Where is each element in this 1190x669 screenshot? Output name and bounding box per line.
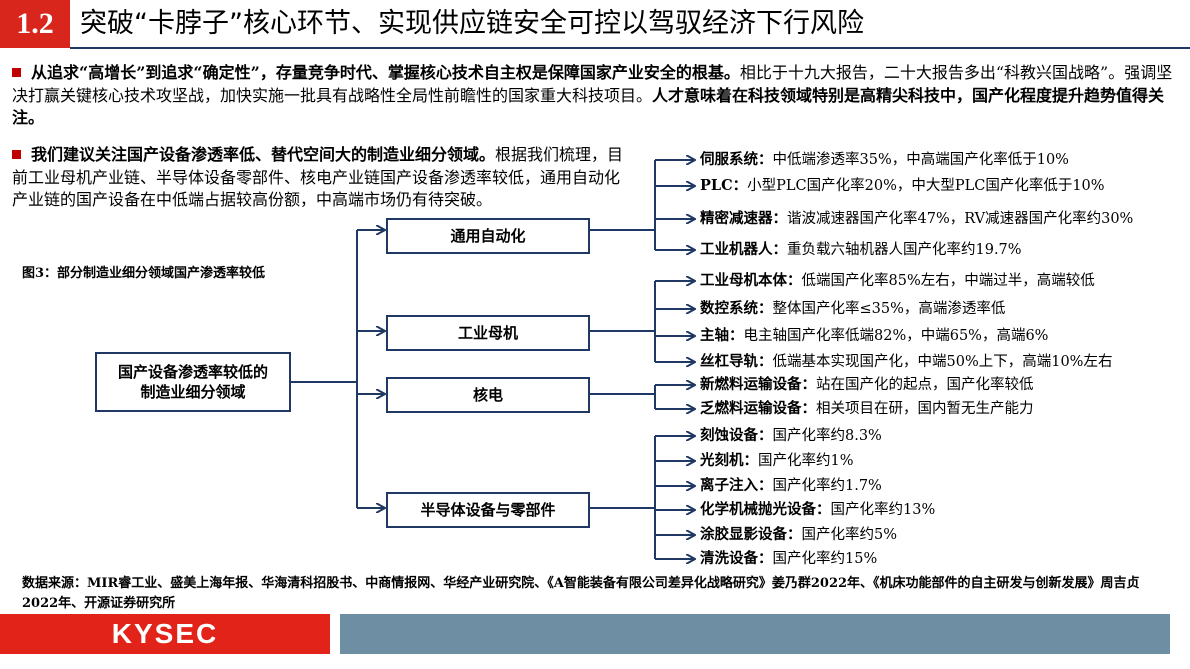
paragraph-1-lead: 从追求“高增长”到追求“确定性”，存量竞争时代、掌握核心技术自主权是保障国家产业… — [31, 63, 740, 82]
leaf-item: 乏燃料运输设备：相关项目在研，国内暂无生产能力 — [700, 399, 1034, 419]
leaf-name: 精密减速器： — [700, 210, 787, 227]
kysec-logo: KYSEC — [0, 614, 330, 654]
leaf-item: 伺服系统：中低端渗透率35%，中高端国产化率低于10% — [700, 150, 1069, 170]
bullet-square-icon — [12, 68, 21, 77]
root-box: 国产设备渗透率较低的制造业细分领域 — [95, 352, 291, 412]
leaf-desc: 国产化率约5% — [801, 527, 898, 543]
leaf-item: 工业母机本体：低端国产化率85%左右，中端过半，高端较低 — [700, 271, 1095, 291]
leaf-item: 刻蚀设备：国产化率约8.3% — [700, 426, 882, 446]
leaf-desc: 站在国产化的起点，国产化率较低 — [816, 377, 1034, 393]
slide-title: 突破“卡脖子”核心环节、实现供应链安全可控以驾驭经济下行风险 — [80, 8, 864, 39]
leaf-item: 新燃料运输设备：站在国产化的起点，国产化率较低 — [700, 375, 1034, 395]
leaf-name: 新燃料运输设备： — [700, 376, 816, 393]
leaf-item: 工业机器人：重负载六轴机器人国产化率约19.7% — [700, 240, 1022, 260]
source-note: 数据来源：MIR睿工业、盛美上海年报、华海清科招股书、中商情报网、华经产业研究院… — [22, 576, 1140, 611]
leaf-desc: 小型PLC国产化率20%，中大型PLC国产化率低于10% — [747, 178, 1105, 194]
paragraph-1: 从追求“高增长”到追求“确定性”，存量竞争时代、掌握核心技术自主权是保障国家产业… — [12, 62, 1180, 130]
paragraph-2: 我们建议关注国产设备渗透率低、替代空间大的制造业细分领域。根据我们梳理，目前工业… — [12, 144, 632, 212]
bullet-square-icon — [12, 150, 21, 159]
leaf-name: 化学机械抛光设备： — [700, 501, 831, 518]
leaf-desc: 整体国产化率≤35%，高端渗透率低 — [772, 301, 1006, 317]
leaf-item: 化学机械抛光设备：国产化率约13% — [700, 500, 935, 520]
leaf-desc: 国产化率约8.3% — [772, 428, 882, 444]
leaf-item: 数控系统：整体国产化率≤35%，高端渗透率低 — [700, 299, 1005, 319]
leaf-desc: 国产化率约1.7% — [772, 478, 882, 494]
category-box-automation: 通用自动化 — [386, 218, 590, 254]
leaf-name: 伺服系统： — [700, 151, 773, 168]
leaf-item: 离子注入：国产化率约1.7% — [700, 476, 882, 496]
paragraph-1-body: 相比于十九大报告，二十大报告多出“科教兴国战略”。强调坚决打赢关键核心技术攻坚战… — [12, 63, 1173, 105]
section-number: 1.2 — [0, 0, 70, 48]
leaf-name: 丝杠导轨： — [700, 353, 773, 370]
leaf-item: 涂胶显影设备：国产化率约5% — [700, 525, 897, 545]
leaf-desc: 国产化率约1% — [758, 453, 854, 469]
leaf-item: 光刻机：国产化率约1% — [700, 451, 854, 471]
leaf-desc: 谐波减速器国产化率47%，RV减速器国产化率约30% — [787, 211, 1134, 227]
leaf-desc: 低端国产化率85%左右，中端过半，高端较低 — [801, 273, 1095, 289]
leaf-name: 刻蚀设备： — [700, 427, 773, 444]
leaf-name: 涂胶显影设备： — [700, 526, 802, 543]
slide-header: 1.2 突破“卡脖子”核心环节、实现供应链安全可控以驾驭经济下行风险 — [0, 0, 1190, 50]
leaf-desc: 低端基本实现国产化，中端50%上下，高端10%左右 — [772, 354, 1113, 370]
leaf-desc: 国产化率约15% — [772, 551, 878, 567]
paragraph-1-tail: 人才意味着在科技领域特别是高精尖科技中，国产化程度提升趋势值得关注。 — [12, 85, 1165, 128]
root-label: 国产设备渗透率较低的制造业细分领域 — [117, 363, 268, 401]
leaf-desc: 国产化率约13% — [830, 502, 936, 518]
leaf-item: 清洗设备：国产化率约15% — [700, 549, 877, 569]
footer-bar — [340, 614, 1170, 654]
header-rule — [70, 47, 1190, 49]
leaf-name: 工业机器人： — [700, 241, 787, 258]
leaf-desc: 重负载六轴机器人国产化率约19.7% — [787, 242, 1022, 258]
leaf-desc: 电主轴国产化率低端82%，中端65%，高端6% — [743, 328, 1049, 344]
leaf-item: PLC：小型PLC国产化率20%，中大型PLC国产化率低于10% — [700, 176, 1105, 196]
paragraph-2-lead: 我们建议关注国产设备渗透率低、替代空间大的制造业细分领域。 — [31, 145, 496, 164]
category-label: 通用自动化 — [450, 227, 526, 245]
category-box-nuclear: 核电 — [386, 377, 590, 413]
leaf-name: PLC： — [700, 177, 748, 194]
leaf-name: 清洗设备： — [700, 550, 773, 567]
leaf-name: 乏燃料运输设备： — [700, 400, 816, 417]
category-box-semiconductor: 半导体设备与零部件 — [386, 492, 590, 528]
leaf-item: 丝杠导轨：低端基本实现国产化，中端50%上下，高端10%左右 — [700, 352, 1112, 372]
leaf-desc: 相关项目在研，国内暂无生产能力 — [816, 401, 1034, 417]
leaf-name: 数控系统： — [700, 300, 773, 317]
leaf-name: 工业母机本体： — [700, 272, 802, 289]
leaf-name: 主轴： — [700, 327, 744, 344]
category-box-machine-tools: 工业母机 — [386, 315, 590, 351]
leaf-desc: 中低端渗透率35%，中高端国产化率低于10% — [772, 152, 1069, 168]
leaf-item: 主轴：电主轴国产化率低端82%，中端65%，高端6% — [700, 326, 1048, 346]
category-label: 核电 — [472, 386, 503, 404]
leaf-item: 精密减速器：谐波减速器国产化率47%，RV减速器国产化率约30% — [700, 209, 1133, 229]
figure-title: 图3：部分制造业细分领域国产渗透率较低 — [22, 266, 266, 281]
leaf-name: 光刻机： — [700, 452, 758, 469]
paragraph-2-body: 根据我们梳理，目前工业母机产业链、半导体设备零部件、核电产业链国产设备渗透率较低… — [12, 145, 624, 209]
category-label: 半导体设备与零部件 — [420, 501, 556, 519]
leaf-name: 离子注入： — [700, 477, 773, 494]
category-label: 工业母机 — [457, 324, 518, 342]
